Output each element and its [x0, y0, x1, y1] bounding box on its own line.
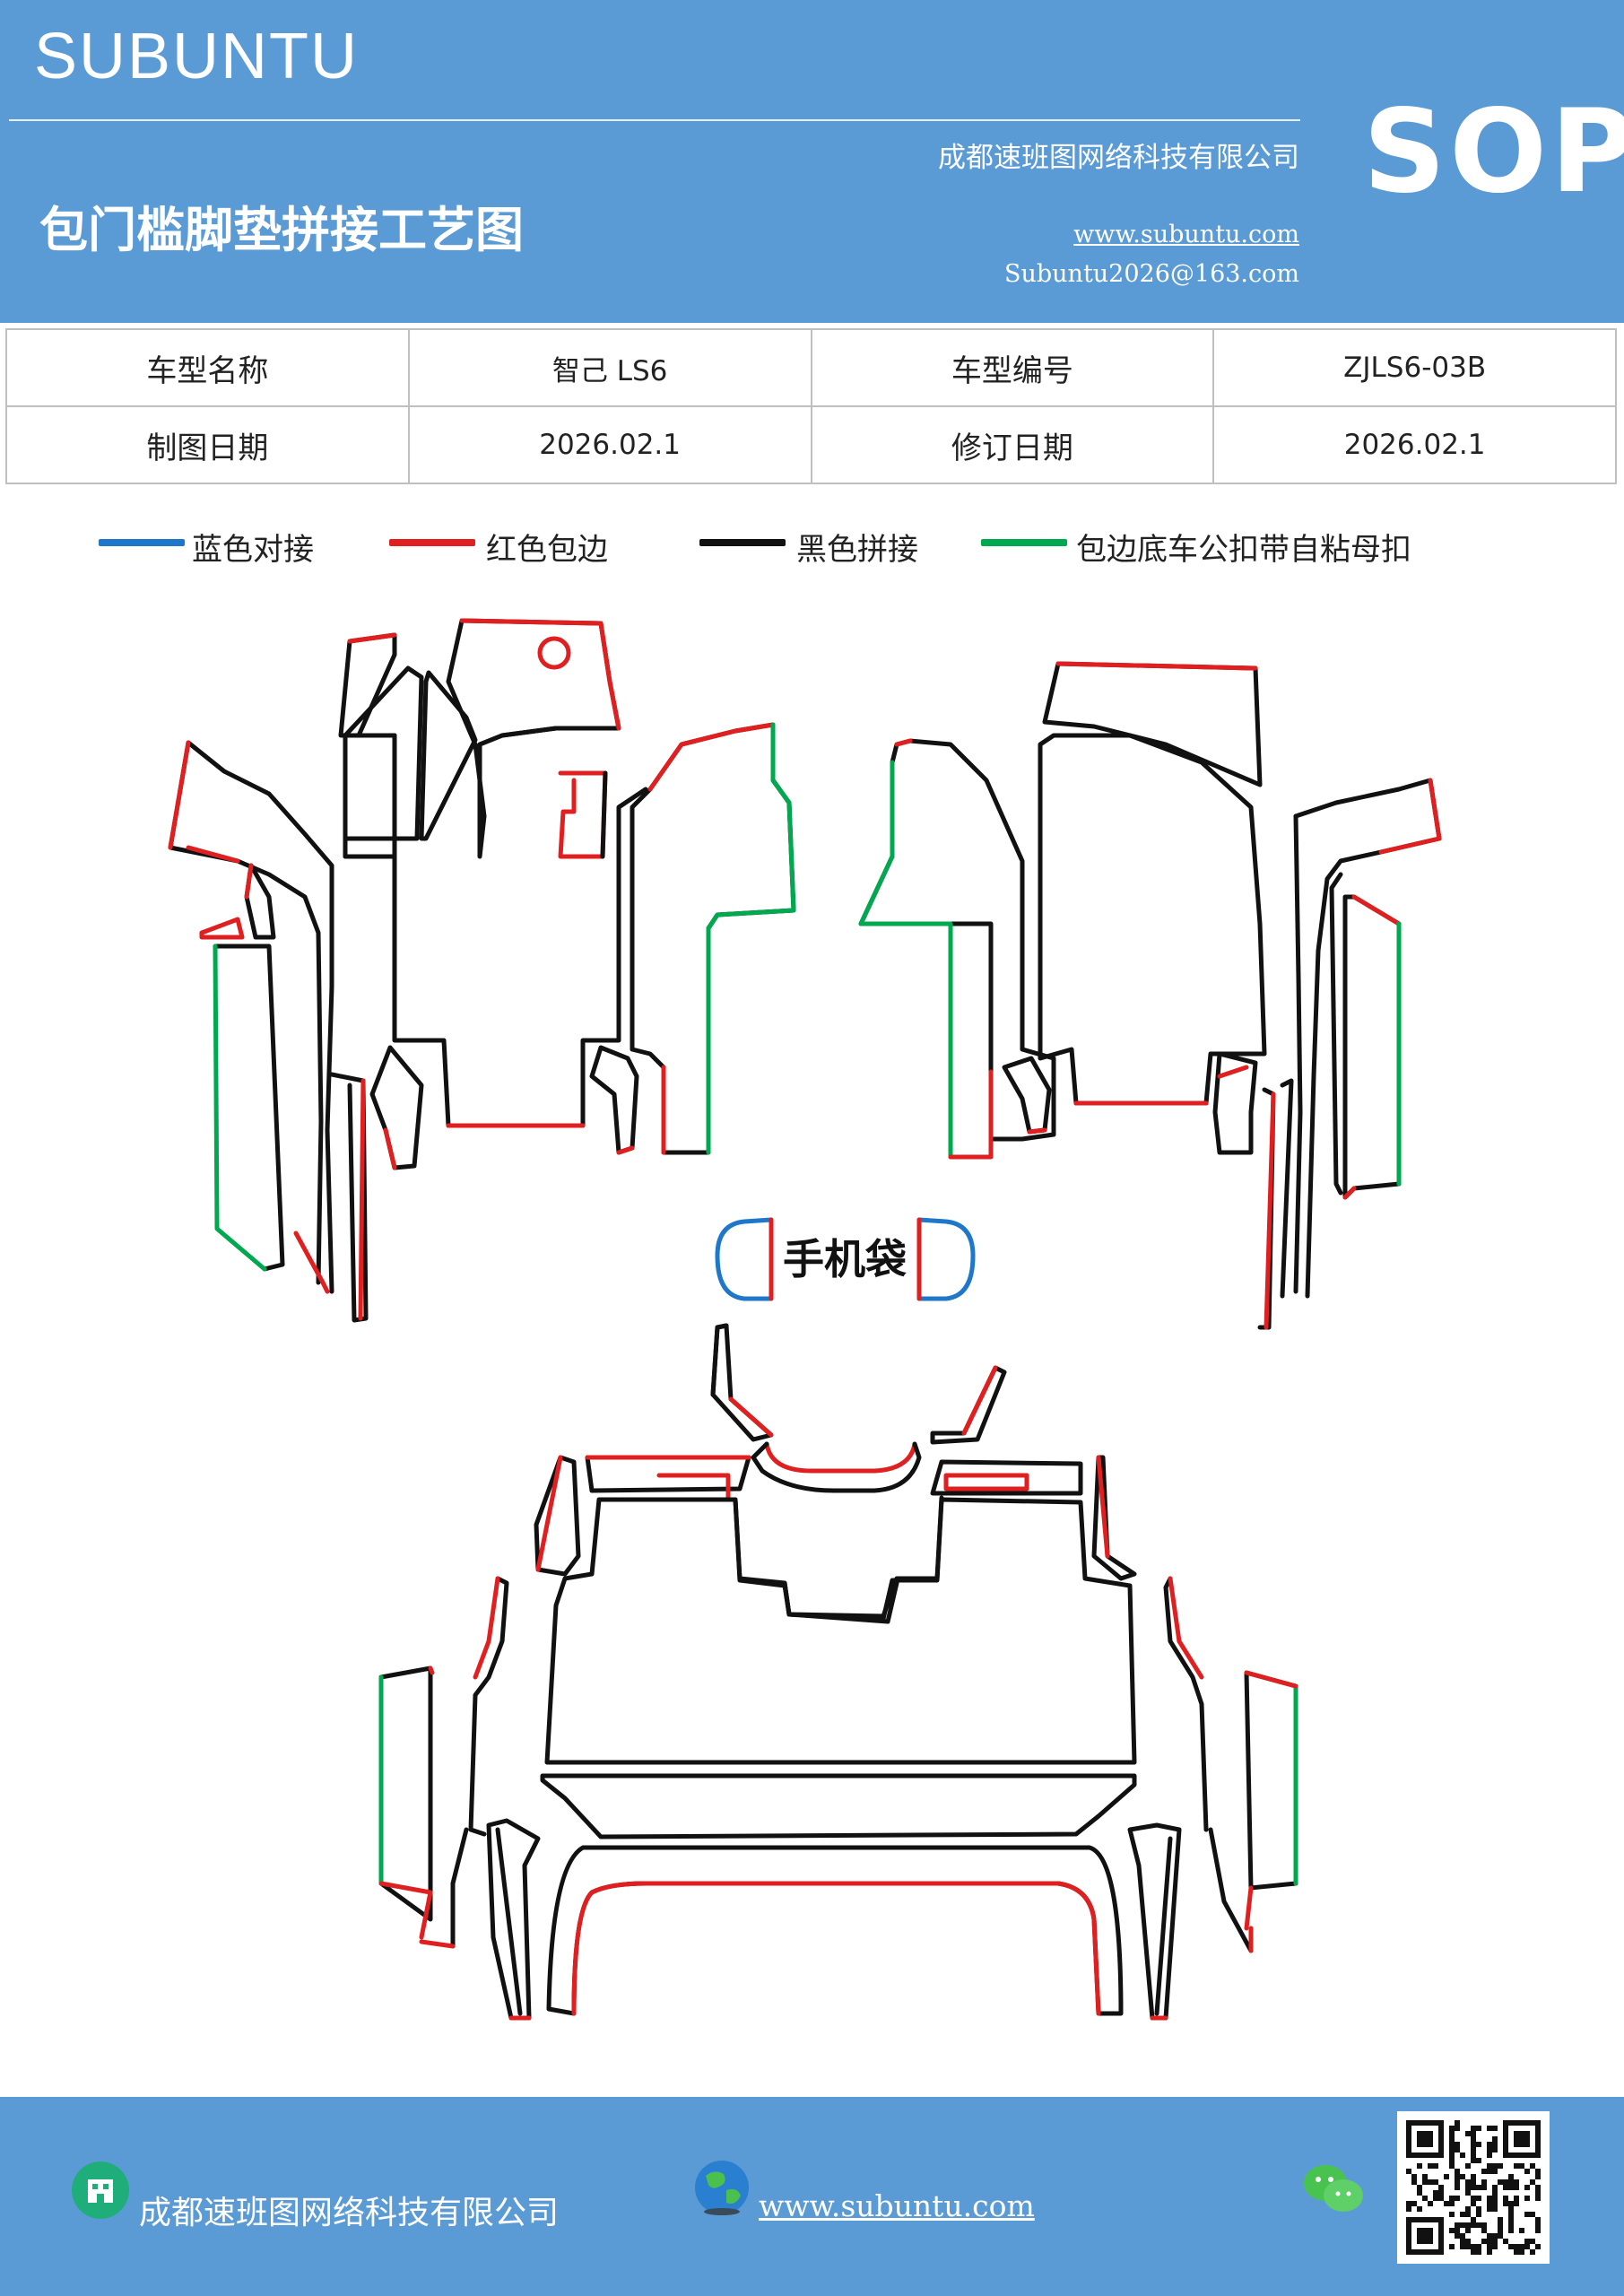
mat-piece-driver-pedal [446, 618, 621, 859]
globe-icon [695, 2161, 749, 2215]
legend-swatch-black [699, 539, 786, 546]
website-link[interactable]: www.subuntu.com [1073, 221, 1299, 248]
mat-piece-passenger-main [1038, 661, 1267, 1106]
table-cell-value: 2026.02.1 [1212, 405, 1617, 484]
legend-swatch-red [389, 539, 475, 546]
mat-piece-left-thin-strip [329, 1072, 369, 1323]
floor-mat-diagram: 手机袋 [168, 618, 1442, 2021]
phone-pocket [715, 1217, 976, 1301]
legend-label-black: 黑色拼接 [796, 532, 918, 568]
mat-piece-center-right [858, 738, 1056, 1160]
table-cell-value: 智己 LS6 [407, 328, 812, 407]
table-cell-label: 修订日期 [810, 405, 1215, 484]
mat-piece-passenger-heel [1002, 1051, 1258, 1155]
legend-swatch-green [981, 539, 1067, 546]
mat-piece-rear-center-tunnel [733, 1495, 944, 1624]
footer-banner: 成都速班图网络科技有限公司 www.subuntu.com [0, 2097, 1624, 2296]
color-legend: 蓝色对接 红色包边 黑色拼接 包边底车公扣带自粘母扣 [0, 525, 1624, 570]
brand-logo-text: SUBUNTU [34, 21, 360, 92]
qr-code [1397, 2111, 1550, 2264]
footer-company-name: 成都速班图网络科技有限公司 [139, 2195, 560, 2231]
wechat-icon [1304, 2165, 1363, 2212]
mat-piece-rear-inner-side-left [378, 1455, 581, 1940]
mat-piece-driver-heel [369, 1045, 639, 1170]
mat-piece-driver-main [343, 733, 648, 1128]
mat-piece-left-sill [168, 740, 334, 1294]
table-cell-label: 车型名称 [5, 328, 410, 407]
document-title: 包门槛脚垫拼接工艺图 [39, 201, 524, 258]
table-cell-label: 制图日期 [5, 405, 410, 484]
company-name: 成都速班图网络科技有限公司 [938, 142, 1299, 174]
phone-pocket-label: 手机袋 [783, 1235, 907, 1283]
table-cell-value: 2026.02.1 [407, 405, 812, 484]
mat-piece-rear-upper-bar [585, 1455, 1083, 1502]
mat-piece-rear-inner-side-right [1091, 1455, 1298, 1931]
mat-piece-rear-top-clips [710, 1323, 1007, 1493]
sop-badge: SOP [1363, 85, 1624, 219]
header-banner: SUBUNTU 成都速班图网络科技有限公司 包门槛脚垫拼接工艺图 www.sub… [0, 0, 1624, 323]
legend-swatch-blue [99, 539, 185, 546]
mat-piece-rear-bottom-side-strips [419, 1818, 1254, 2021]
table-row: 制图日期 2026.02.1 修订日期 2026.02.1 [5, 405, 1617, 484]
table-cell-value: ZJLS6-03B [1212, 328, 1617, 407]
legend-label-red: 红色包边 [486, 532, 608, 568]
mat-piece-rear-bottom-arch [546, 1845, 1124, 2016]
mat-piece-center-left [630, 722, 796, 1155]
mat-piece-left-strip [199, 863, 330, 1294]
legend-label-blue: 蓝色对接 [192, 532, 314, 568]
table-cell-label: 车型编号 [810, 328, 1215, 407]
header-divider [9, 119, 1300, 121]
mat-piece-rear-main [540, 1497, 1137, 1839]
mat-piece-driver-triangles [338, 632, 478, 841]
mat-piece-right-strip [1329, 872, 1402, 1200]
mat-piece-right-sill [1257, 778, 1442, 1330]
vehicle-info-table: 车型名称 智己 LS6 车型编号 ZJLS6-03B 制图日期 2026.02.… [5, 328, 1617, 484]
building-icon [72, 2161, 129, 2219]
footer-website-link[interactable]: www.subuntu.com [759, 2188, 1035, 2223]
table-row: 车型名称 智己 LS6 车型编号 ZJLS6-03B [5, 328, 1617, 407]
email-address: Subuntu2026@163.com [1004, 260, 1299, 288]
legend-label-green: 包边底车公扣带自粘母扣 [1076, 532, 1411, 568]
